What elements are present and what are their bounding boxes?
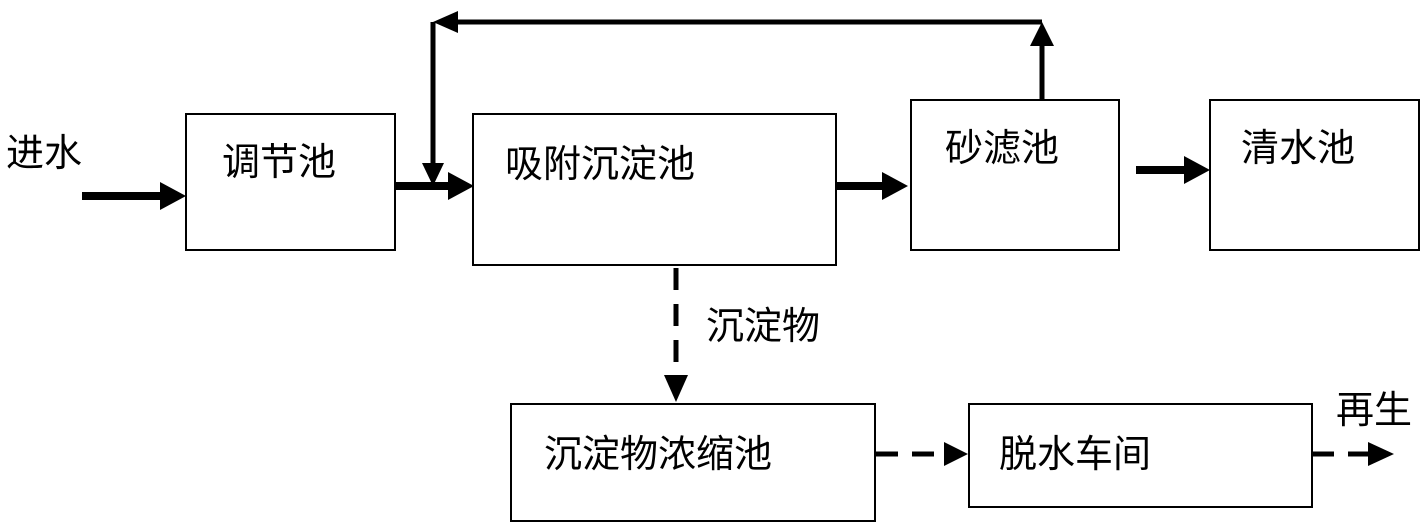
box-sand-filter xyxy=(910,99,1120,251)
arrowhead-backwash-up xyxy=(1030,22,1054,46)
label-adsorption-settling-tank: 吸附沉淀池 xyxy=(505,142,696,186)
label-regenerate: 再生 xyxy=(1336,388,1413,432)
arrowhead-sandfilter xyxy=(1184,156,1210,184)
label-dewatering-workshop: 脱水车间 xyxy=(999,432,1152,476)
arrowhead-adsorption xyxy=(882,172,908,200)
label-sediment-thickening-tank: 沉淀物浓缩池 xyxy=(544,432,773,476)
arrowhead-regenerate xyxy=(1368,442,1394,466)
box-sediment-thickening-tank xyxy=(510,403,876,522)
label-sediment: 沉淀物 xyxy=(706,304,821,348)
box-regulating-tank xyxy=(185,113,396,251)
arrowhead-sediment xyxy=(664,375,688,402)
label-clear-water-tank: 清水池 xyxy=(1241,126,1356,170)
box-dewatering-workshop xyxy=(968,403,1313,508)
box-adsorption-settling-tank xyxy=(472,113,837,266)
arrowhead-inflow xyxy=(160,182,186,210)
arrowhead-dewatering xyxy=(944,442,968,466)
arrowhead-return-down xyxy=(422,163,444,186)
label-regulating-tank: 调节池 xyxy=(222,140,337,184)
box-clear-water-tank xyxy=(1209,99,1420,251)
arrowhead-return-left xyxy=(433,11,458,33)
label-inflow: 进水 xyxy=(6,131,83,175)
arrowhead-regulating xyxy=(448,172,474,200)
label-sand-filter: 砂滤池 xyxy=(945,126,1060,170)
